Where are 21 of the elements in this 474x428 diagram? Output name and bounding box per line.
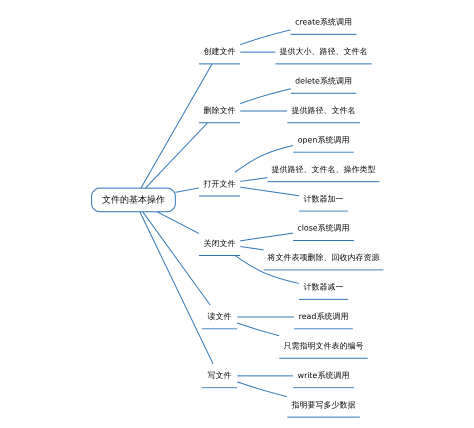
connector (239, 110, 288, 112)
connector (239, 186, 299, 196)
connector (138, 211, 214, 364)
connector (239, 177, 268, 182)
connector (142, 211, 210, 306)
connector (239, 246, 264, 250)
connector (236, 316, 294, 318)
connector (174, 187, 199, 193)
connector (144, 122, 208, 189)
connector (236, 375, 293, 376)
connector (239, 52, 276, 53)
connector (236, 381, 288, 398)
connector (140, 64, 212, 189)
connector (236, 322, 280, 336)
connector (239, 29, 290, 46)
node-box: 文件的基本操作 (90, 188, 176, 212)
connector (234, 145, 293, 173)
connector (234, 255, 299, 284)
connector (239, 232, 293, 242)
connector (239, 88, 291, 104)
connector (156, 211, 199, 234)
